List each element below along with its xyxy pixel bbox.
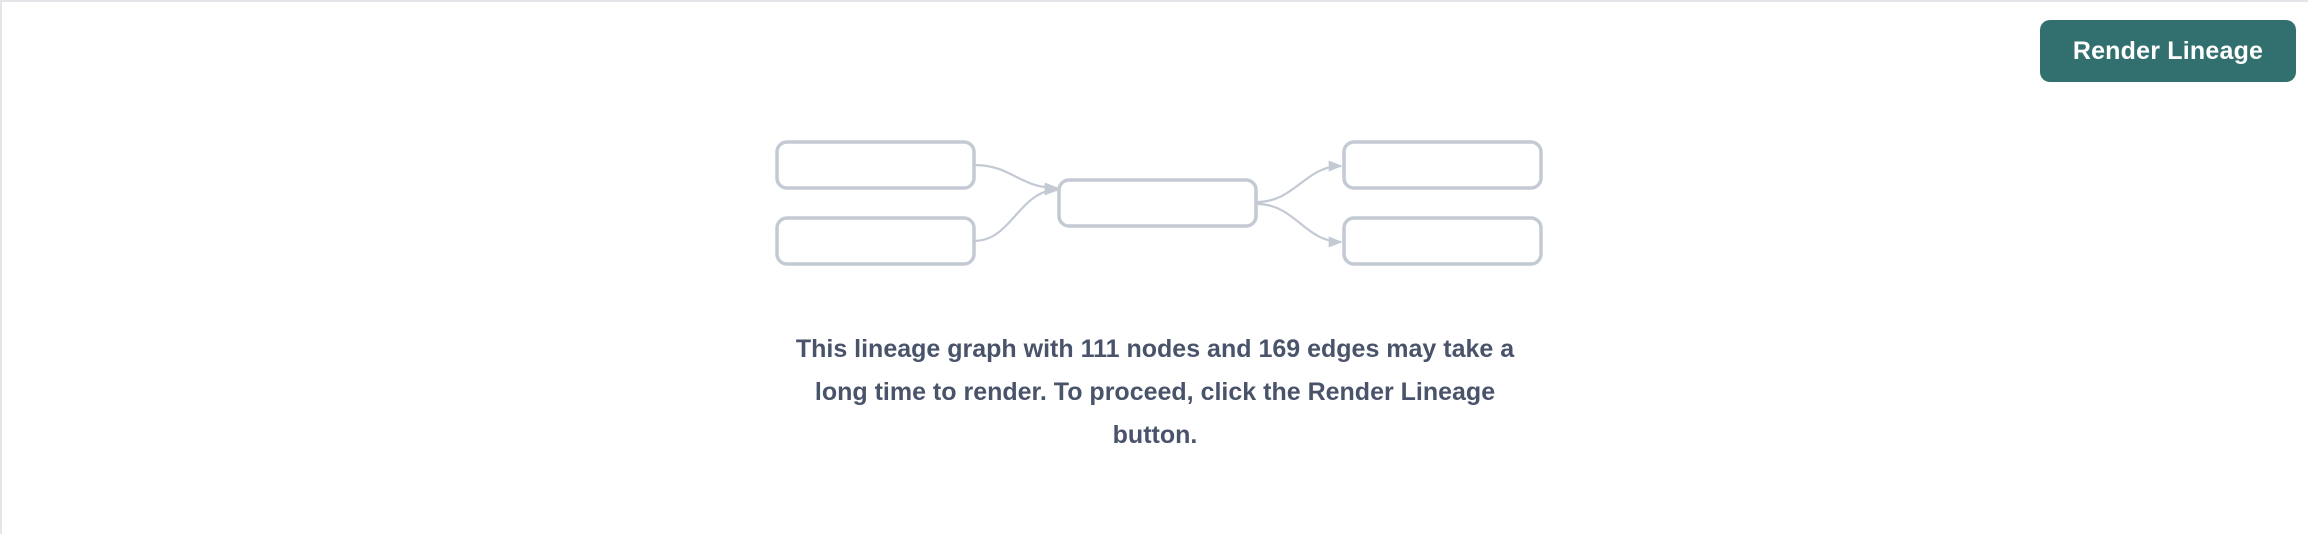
placeholder-node-left-top bbox=[775, 140, 976, 190]
lineage-graph-placeholder bbox=[767, 132, 1547, 272]
render-lineage-button-label: Render Lineage bbox=[2072, 36, 2264, 65]
lineage-warning-message: This lineage graph with 111 nodes and 16… bbox=[795, 335, 1515, 449]
placeholder-node-left-bottom bbox=[775, 216, 976, 266]
placeholder-edge-center-to-right-top bbox=[1256, 160, 1343, 204]
placeholder-edge-left-top-to-center bbox=[973, 163, 1059, 194]
placeholder-node-right-top bbox=[1342, 140, 1543, 190]
render-lineage-button[interactable]: Render Lineage bbox=[2040, 20, 2296, 82]
placeholder-edge-center-to-right-bottom bbox=[1256, 202, 1343, 248]
placeholder-node-right-bottom bbox=[1342, 216, 1543, 266]
placeholder-node-center bbox=[1057, 178, 1258, 228]
placeholder-edge-left-bottom-to-center bbox=[973, 184, 1059, 243]
